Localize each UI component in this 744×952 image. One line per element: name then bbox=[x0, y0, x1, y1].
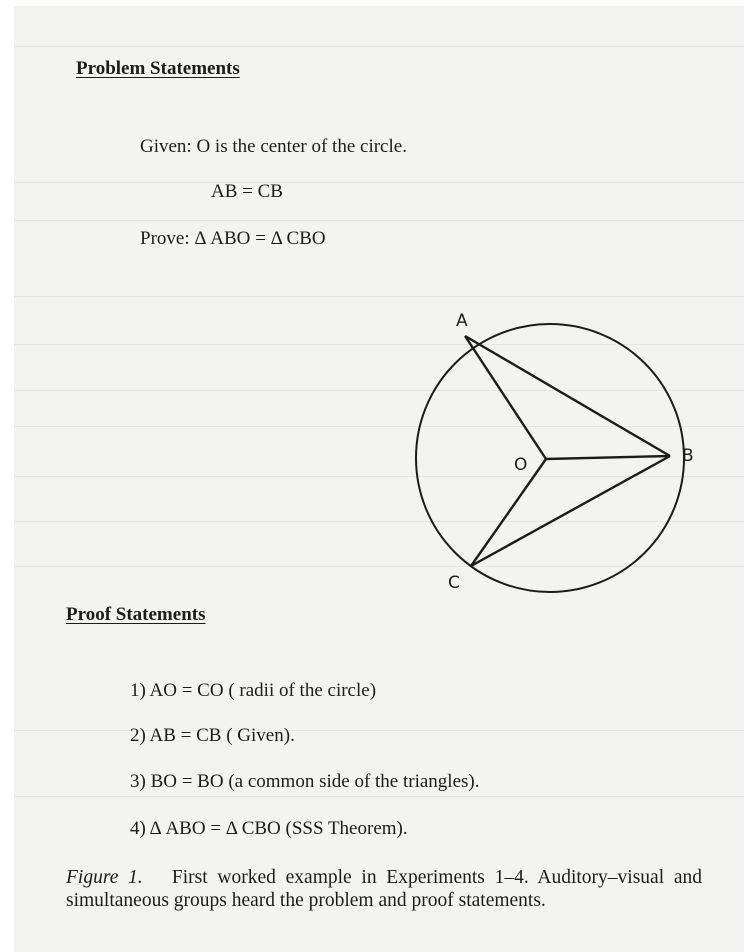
proof-step-4: 4) Δ ABO = Δ CBO (SSS Theorem). bbox=[130, 818, 408, 839]
vertex-label-b: B bbox=[682, 446, 694, 466]
scanned-page: Problem Statements Given: O is the cente… bbox=[14, 6, 744, 952]
circle-diagram: A B C O bbox=[415, 311, 694, 593]
figure-caption: Figure 1. First worked example in Experi… bbox=[66, 866, 702, 912]
center-label-o: O bbox=[514, 455, 527, 475]
circle-outline bbox=[415, 323, 685, 593]
proof-step-3: 3) BO = BO (a common side of the triangl… bbox=[130, 771, 480, 792]
proof-step-1: 1) AO = CO ( radii of the circle) bbox=[130, 680, 377, 701]
proof-step-2: 2) AB = CB ( Given). bbox=[130, 725, 295, 746]
figure-caption-text: First worked example in Experiments 1–4.… bbox=[66, 867, 703, 911]
figure-label: Figure 1. bbox=[66, 867, 143, 888]
vertex-label-a: A bbox=[456, 311, 468, 331]
vertex-label-c: C bbox=[448, 573, 460, 593]
prove-statement: Prove: Δ ABO = Δ CBO bbox=[140, 228, 326, 249]
proof-statements-heading: Proof Statements bbox=[66, 604, 206, 625]
given-equation: AB = CB bbox=[211, 181, 283, 202]
given-statement: Given: O is the center of the circle. bbox=[140, 136, 407, 157]
segment-co bbox=[470, 458, 547, 567]
segment-ao bbox=[463, 335, 548, 460]
problem-statements-heading: Problem Statements bbox=[76, 58, 240, 79]
segment-ab bbox=[464, 334, 671, 458]
segment-bo bbox=[545, 454, 671, 461]
segment-cb bbox=[470, 454, 671, 568]
